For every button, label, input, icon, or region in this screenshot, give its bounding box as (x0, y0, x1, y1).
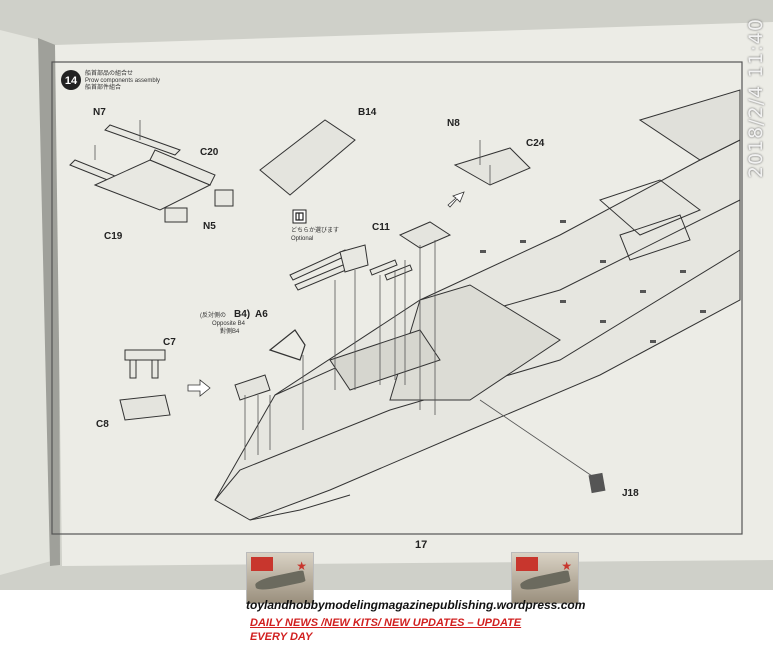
watermark-news-line-2: EVERY DAY (250, 631, 313, 643)
twin-gun-parts (289, 244, 369, 291)
step-title-en: Prow components assembly (85, 78, 160, 84)
part-mount-shape (234, 374, 271, 401)
ship-hull-drawing (214, 89, 741, 521)
label-c19: C19 (104, 231, 123, 242)
flag-icon (516, 557, 538, 571)
spine-shadow (38, 38, 60, 566)
insert-arrow-right (447, 191, 465, 208)
label-b14: B14 (358, 107, 377, 118)
part-c24-shape (453, 147, 531, 186)
photo-timestamp: 2018/2/4 11:40 (745, 18, 767, 179)
part-c7-shape (124, 349, 166, 379)
right-page (55, 22, 773, 566)
part-j18-shape (588, 472, 606, 494)
optional-jp: どちらか選びます (291, 226, 339, 234)
label-n5: N5 (203, 221, 216, 232)
watermark-site-url: toylandhobbymodelingmagazinepublishing.w… (246, 598, 586, 612)
b4-note-cn: 對側B4 (220, 327, 240, 335)
label-c8: C8 (96, 419, 109, 430)
b4-label: B4) (234, 309, 250, 320)
part-c8-shape (119, 394, 171, 421)
page-number: 17 (415, 539, 428, 551)
assembly-guide-lines (94, 120, 596, 479)
page-frame (51, 61, 743, 535)
instruction-booklet-page: 14 船首部品の組合せ Prow components assembly 船首部… (0, 22, 773, 575)
aircraft-image (254, 569, 306, 593)
watermark-news-line: DAILY NEWS /NEW KITS/ NEW UPDATES – UPDA… (250, 617, 522, 629)
label-c20: C20 (200, 147, 219, 158)
step-number-badge (61, 70, 81, 90)
label-n7: N7 (93, 107, 106, 118)
part-b14-shape (259, 119, 356, 196)
thumbnail-right: ★ (511, 552, 579, 604)
step-title-jp: 船首部品の組合せ (85, 69, 133, 77)
thumbnail-left: ★ (246, 552, 314, 604)
b4-note-jp: (反対側の (200, 311, 226, 319)
star-icon: ★ (296, 559, 307, 573)
label-c24: C24 (526, 138, 545, 149)
label-c7: C7 (163, 337, 176, 348)
step-title-cn: 船首部件組合 (85, 83, 121, 91)
instruction-photo: 14 船首部品の組合せ Prow components assembly 船首部… (0, 0, 773, 590)
label-a6: A6 (255, 309, 268, 320)
b4-note-en: Opposite B4 (212, 321, 246, 327)
gun-mount-assembly (69, 124, 234, 223)
step-number: 14 (65, 75, 78, 87)
part-a6-shape (268, 329, 306, 361)
label-n8: N8 (447, 118, 460, 129)
insert-arrow-left (187, 379, 211, 397)
optional-en: Optional (291, 236, 313, 242)
star-icon: ★ (561, 559, 572, 573)
part-c11-shape (398, 221, 452, 249)
flag-icon (251, 557, 273, 571)
aircraft-image (519, 569, 571, 593)
deck-details (480, 220, 706, 343)
label-j18: J18 (622, 488, 639, 499)
label-c11: C11 (372, 222, 390, 233)
